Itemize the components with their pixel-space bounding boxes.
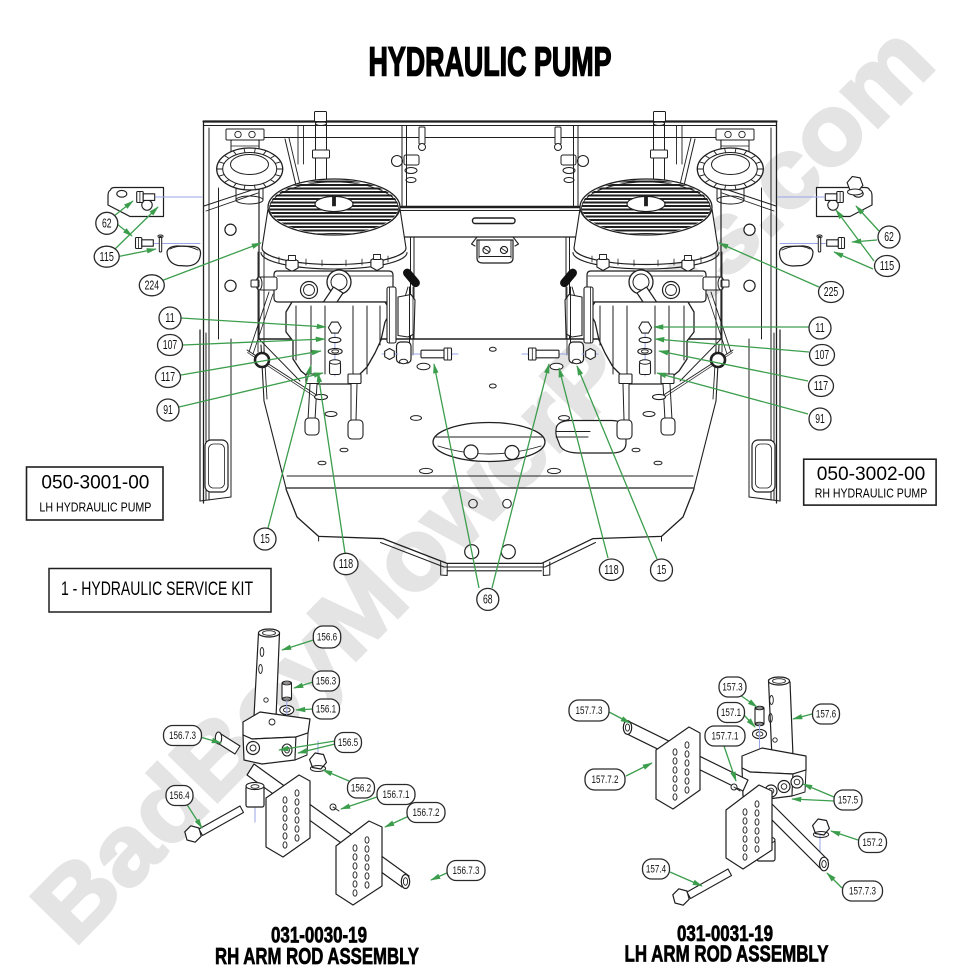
svg-text:LH ARM ROD ASSEMBLY: LH ARM ROD ASSEMBLY xyxy=(625,941,829,967)
svg-text:157.7.3: 157.7.3 xyxy=(576,705,603,717)
svg-text:1 - HYDRAULIC SERVICE KIT: 1 - HYDRAULIC SERVICE KIT xyxy=(61,579,253,600)
svg-text:156.7.2: 156.7.2 xyxy=(413,807,440,819)
svg-text:156.1: 156.1 xyxy=(316,704,336,716)
svg-text:62: 62 xyxy=(884,230,894,244)
svg-text:225: 225 xyxy=(824,285,838,299)
svg-text:107: 107 xyxy=(815,348,829,362)
svg-text:91: 91 xyxy=(163,403,173,417)
svg-text:157.6: 157.6 xyxy=(816,709,836,721)
svg-text:157.7.2: 157.7.2 xyxy=(592,774,619,786)
svg-text:117: 117 xyxy=(161,370,175,384)
svg-text:RH ARM ROD ASSEMBLY: RH ARM ROD ASSEMBLY xyxy=(215,943,419,969)
svg-text:156.5: 156.5 xyxy=(338,737,358,749)
svg-text:050-3002-00: 050-3002-00 xyxy=(817,463,926,485)
svg-text:157.7.3: 157.7.3 xyxy=(849,886,876,898)
svg-text:156.7.1: 156.7.1 xyxy=(383,789,410,801)
svg-text:156.7.3: 156.7.3 xyxy=(169,730,196,742)
svg-text:156.4: 156.4 xyxy=(169,790,189,802)
svg-text:117: 117 xyxy=(814,379,828,393)
svg-text:156.6: 156.6 xyxy=(317,632,337,644)
svg-text:157.5: 157.5 xyxy=(838,795,858,807)
svg-text:157.7.1: 157.7.1 xyxy=(712,731,739,743)
svg-text:157.1: 157.1 xyxy=(721,707,741,719)
svg-text:62: 62 xyxy=(102,217,112,231)
svg-text:68: 68 xyxy=(483,593,493,607)
svg-text:224: 224 xyxy=(145,279,159,293)
svg-text:156.3: 156.3 xyxy=(316,676,336,688)
svg-text:RH HYDRAULIC PUMP: RH HYDRAULIC PUMP xyxy=(815,486,928,501)
svg-text:031-0030-19: 031-0030-19 xyxy=(271,923,367,948)
svg-text:118: 118 xyxy=(339,557,353,571)
svg-text:HYDRAULIC PUMP: HYDRAULIC PUMP xyxy=(369,39,612,85)
svg-text:156.7.3: 156.7.3 xyxy=(453,865,480,877)
svg-text:LH HYDRAULIC PUMP: LH HYDRAULIC PUMP xyxy=(39,499,151,514)
svg-text:031-0031-19: 031-0031-19 xyxy=(677,921,773,946)
svg-text:050-3001-00: 050-3001-00 xyxy=(41,471,149,493)
svg-text:15: 15 xyxy=(657,563,667,577)
svg-text:115: 115 xyxy=(100,250,114,264)
svg-text:115: 115 xyxy=(880,259,894,273)
svg-text:11: 11 xyxy=(815,321,825,335)
svg-text:11: 11 xyxy=(165,311,175,325)
svg-text:118: 118 xyxy=(604,563,618,577)
svg-text:107: 107 xyxy=(163,338,177,352)
svg-text:157.4: 157.4 xyxy=(646,864,666,876)
svg-text:91: 91 xyxy=(815,412,825,426)
svg-text:157.3: 157.3 xyxy=(722,682,742,694)
svg-text:156.2: 156.2 xyxy=(351,783,371,795)
svg-text:15: 15 xyxy=(260,532,270,546)
svg-text:157.2: 157.2 xyxy=(862,837,882,849)
